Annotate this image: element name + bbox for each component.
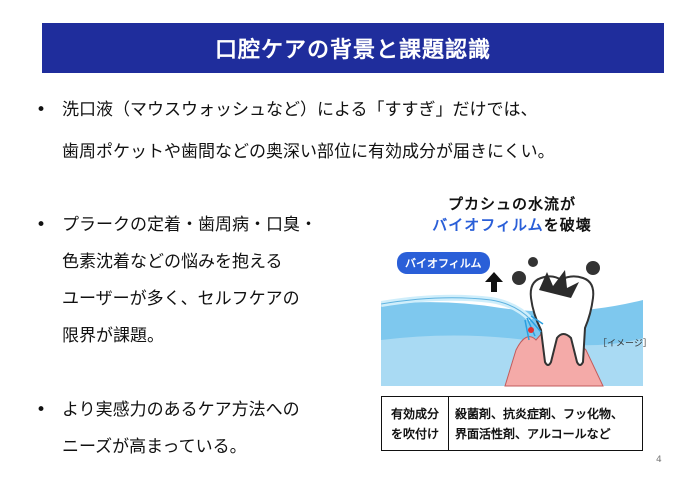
ingredient-table-head: 有効成分 を吹付け [382,397,449,450]
biofilm-label: バイオフィルム [397,252,490,274]
bullet-item: • 洗口液（マウスウォッシュなど）による「すすぎ」だけでは、 歯周ポケットや歯間… [36,97,555,165]
caption-suffix: を破壊 [543,216,592,234]
up-arrow-icon [485,272,503,292]
body-line: 界面活性剤、アルコールなど [455,426,611,441]
biofilm-highlight: バイオフィルム [432,216,544,234]
bullet-text: 色素沈着などの悩みを抱える [62,252,283,272]
image-tag: ［イメージ］ [598,339,652,349]
bullet-text: ユーザーが多く、セルフケアの [62,289,300,309]
body-line: 殺菌剤、抗炎症剤、フッ化物、 [455,406,624,421]
bullet-text: 歯周ポケットや歯間などの奥深い部位に有効成分が届きにくい。 [62,142,555,162]
biofilm-burst [512,257,600,298]
bullet-text: より実感力のあるケア方法への [62,400,300,420]
head-line: を吹付け [390,426,439,441]
illustration-caption: プカシュの水流が [447,195,576,213]
bullet-text: ニーズが高まっている。 [62,437,247,457]
bullet-text: 洗口液（マウスウォッシュなど）による「すすぎ」だけでは、 [62,100,538,120]
ingredient-table: 有効成分 を吹付け 殺菌剤、抗炎症剤、フッ化物、 界面活性剤、アルコールなど [381,396,643,451]
slide-title: 口腔ケアの背景と課題認識 [214,38,491,63]
head-line: 有効成分 [390,406,439,421]
bullet-text: プラークの定着・歯周病・口臭・ [62,215,317,235]
title-bar: 口腔ケアの背景と課題認識 [42,23,664,73]
bullet-text: 限界が課題。 [62,326,164,346]
tooth [529,275,595,366]
tooth-illustration [381,257,643,387]
bullet-dot: • [36,215,47,235]
water-jet-edge [381,297,532,321]
bullet-dot: • [36,400,47,420]
water-flow-illustration: プカシュの水流が バイオフィルムを破壊 バイオフィルム ［イメージ］ [381,190,652,390]
ingredient-table-body: 殺菌剤、抗炎症剤、フッ化物、 界面活性剤、アルコールなど [449,397,642,450]
bullet-item: • プラークの定着・歯周病・口臭・ 色素沈着などの悩みを抱える ユーザーが多く、… [36,212,317,349]
page-number: 4 [656,455,662,465]
spray-burst [524,315,544,341]
bullet-dot: • [36,100,47,120]
illustration-caption-2: バイオフィルムを破壊 [381,214,643,235]
bullet-item: • より実感力のあるケア方法への ニーズが高まっている。 [36,397,300,460]
impact-dot [528,327,534,333]
